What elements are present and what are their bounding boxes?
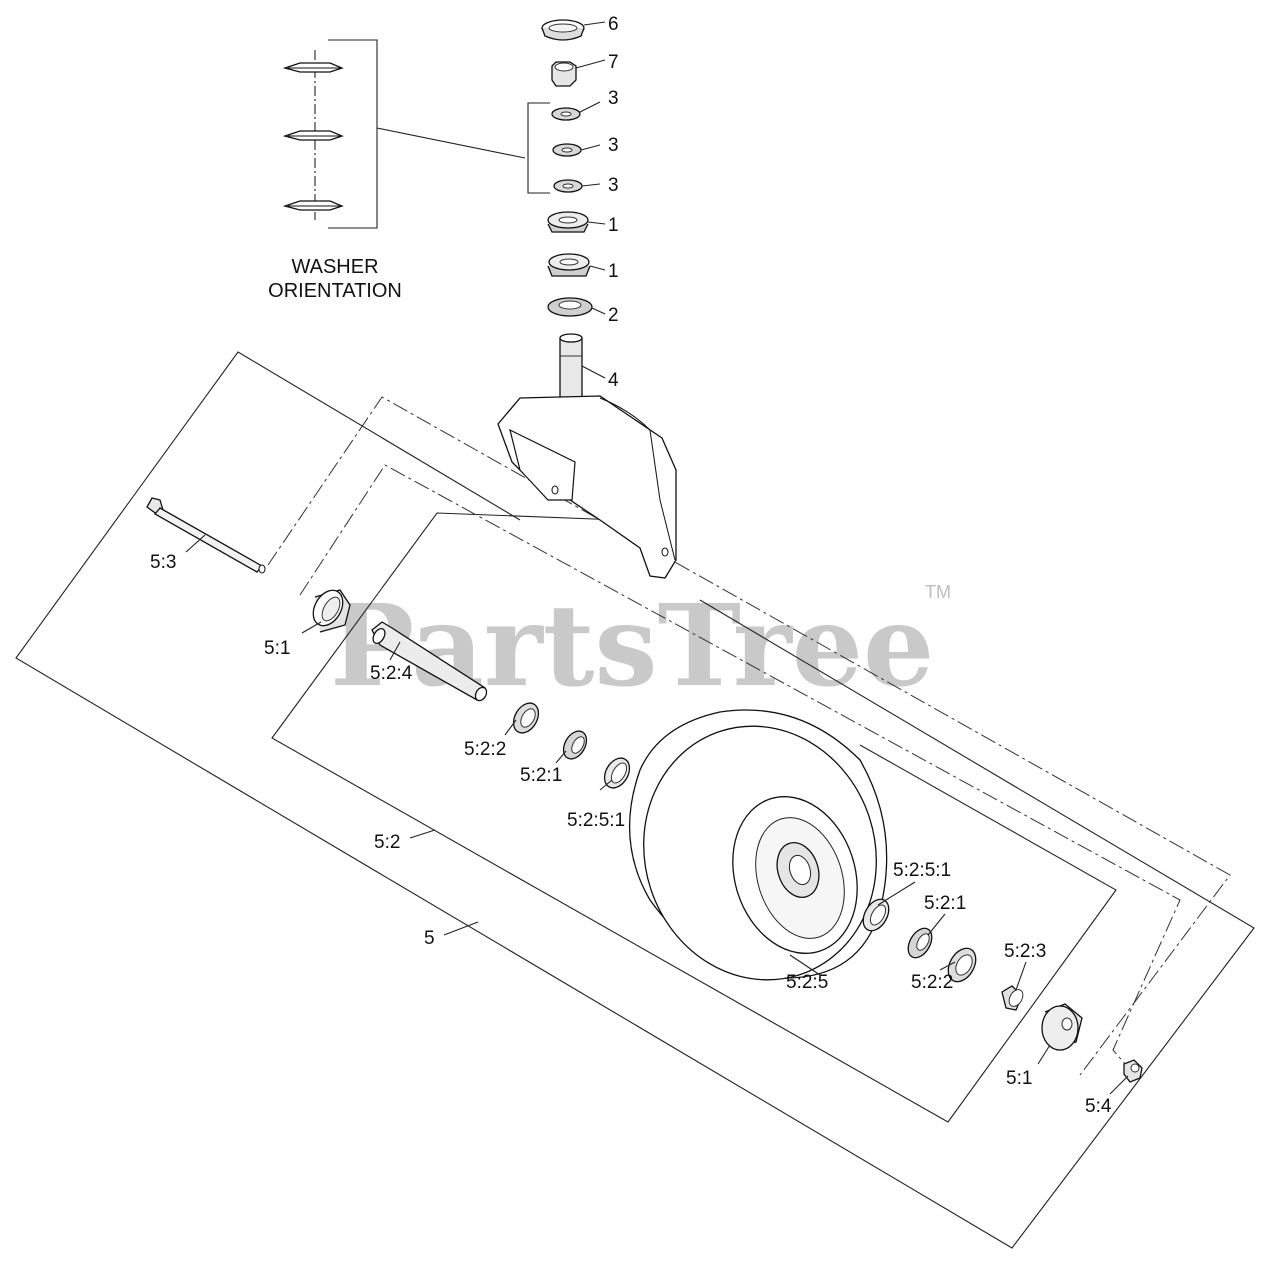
part-1-bearing-cone-b [547, 253, 591, 277]
part-3-washer-b [552, 143, 582, 157]
part-2-seal [547, 297, 593, 317]
callout-7: 7 [608, 52, 619, 73]
part-5-2-5-wheel [628, 709, 888, 981]
part-5-4-locknut [1123, 1059, 1143, 1083]
washer-profile-1 [282, 62, 344, 73]
washer-profile-2 [282, 130, 344, 141]
part-1-bearing-cone-a [547, 211, 589, 233]
callout-3-a: 3 [608, 88, 619, 109]
part-6-dust-cap [541, 19, 585, 41]
callout-5-2-5-1-a: 5:2:5:1 [567, 810, 625, 831]
callout-5-2: 5:2 [374, 832, 400, 853]
callout-5-2-4: 5:2:4 [370, 663, 413, 684]
trademark-mark: TM [925, 582, 951, 602]
callout-5-2-5-1-b: 5:2:5:1 [893, 860, 951, 881]
callout-4: 4 [608, 370, 619, 391]
part-5-1-spacer-left [312, 589, 351, 633]
callout-5-2-5: 5:2:5 [786, 972, 828, 993]
part-5-2-2-bearing-cup-right [947, 947, 977, 983]
part-5-2-4-axle [371, 621, 488, 702]
washer-orientation-caption-line-2: ORIENTATION [268, 280, 402, 302]
part-5-2-3-bushing [1001, 985, 1024, 1011]
part-3-washer-a [551, 107, 581, 121]
callout-5-3: 5:3 [150, 552, 176, 573]
callout-6: 6 [608, 14, 619, 35]
washer-profile-3 [282, 200, 344, 211]
callout-1-b: 1 [608, 261, 619, 282]
part-5-2-1-bearing-cone-right [907, 927, 933, 959]
washer-orientation-caption-line-1: WASHER [291, 256, 378, 278]
part-5-2-2-bearing-cup-left [512, 702, 540, 734]
callout-5-2-1-a: 5:2:1 [520, 765, 562, 786]
part-5-2-1-bearing-cone-left [562, 730, 588, 760]
watermark-text: PartsTree [330, 581, 934, 712]
callout-5: 5 [424, 928, 435, 949]
part-5-2-5-1-race-right [862, 898, 890, 932]
caster-fork [497, 395, 677, 579]
callout-3-b: 3 [608, 135, 619, 156]
callout-5-2-1-b: 5:2:1 [924, 893, 966, 914]
callout-5-2-2-b: 5:2:2 [911, 972, 953, 993]
callout-5-2-3: 5:2:3 [1004, 941, 1046, 962]
callout-5-1-b: 5:1 [1006, 1068, 1032, 1089]
callout-1-a: 1 [608, 215, 619, 236]
callout-2: 2 [608, 305, 619, 326]
callout-5-2-2-a: 5:2:2 [464, 739, 506, 760]
callout-5-1-a: 5:1 [264, 638, 290, 659]
part-3-washer-c [553, 179, 583, 193]
assembly-outline-5 [15, 351, 1255, 1249]
callout-5-4: 5:4 [1085, 1096, 1112, 1117]
callout-3-c: 3 [608, 175, 619, 196]
part-7-nut [551, 61, 577, 87]
part-5-3-bolt [146, 497, 266, 574]
dash-dot-center-lines [267, 396, 1231, 1076]
assembly-outline-5-2 [271, 512, 1117, 1123]
callout-leader-lines [185, 21, 1129, 1095]
part-5-1-spacer-right [1041, 1003, 1083, 1051]
washer-orientation-detail: WASHER ORIENTATION [268, 39, 550, 302]
